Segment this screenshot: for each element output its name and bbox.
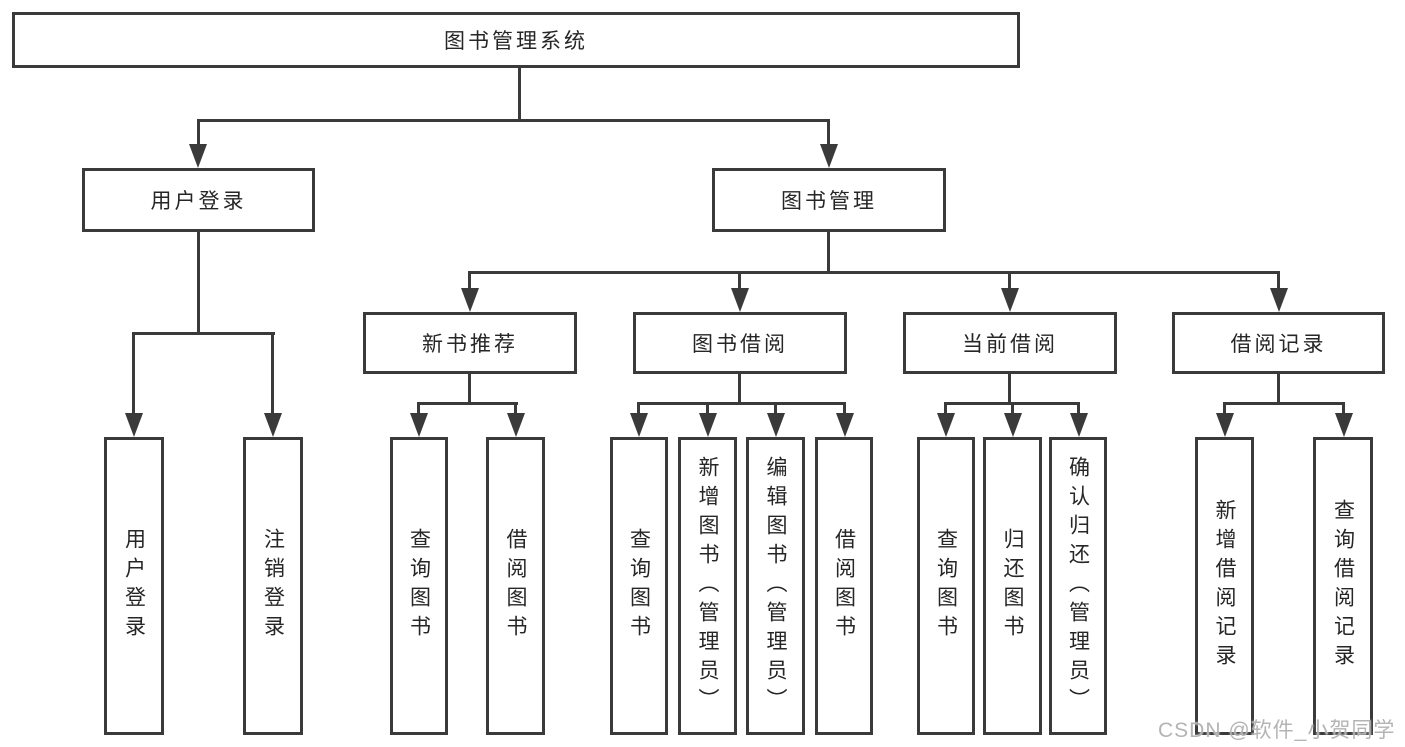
leaf-borrow-books-2: 借阅图书 <box>815 437 873 735</box>
node-current-borrow: 当前借阅 <box>903 312 1117 374</box>
connector-new-book-hline <box>417 402 518 405</box>
connector-book-borrow-stub <box>738 374 741 405</box>
node-book-management: 图书管理 <box>712 168 946 232</box>
connector-level3-hline <box>468 271 1280 274</box>
arrow-head-borrow-books-2 <box>836 413 854 437</box>
connector-new-book-stub <box>468 374 471 405</box>
arrow-stem-edit-book <box>774 402 777 413</box>
arrow-stem-add-book <box>706 402 709 413</box>
arrow-head-borrow-books-1 <box>507 413 525 437</box>
connector-book-management-stub <box>827 232 830 273</box>
connector-borrow-records-stub <box>1277 374 1280 405</box>
arrow-head-add-borrow-record <box>1216 413 1234 437</box>
arrow-stem-borrow-books-2 <box>843 402 846 413</box>
arrow-head-return-book <box>1004 413 1022 437</box>
arrow-head-query-borrow-record <box>1335 413 1353 437</box>
leaf-add-borrow-record: 新增借阅记录 <box>1195 437 1254 735</box>
node-library-management-system: 图书管理系统 <box>12 12 1020 68</box>
connector-user-login-stub <box>197 232 200 335</box>
connector-level2-hline <box>197 119 830 122</box>
arrow-head-user-login <box>189 144 207 168</box>
arrow-head-query-books-3 <box>937 413 955 437</box>
arrow-stem-query-books-3 <box>944 402 947 413</box>
arrow-stem-leaf-logout <box>271 332 274 413</box>
leaf-query-books-1: 查询图书 <box>390 437 448 735</box>
arrow-stem-query-books-2 <box>637 402 640 413</box>
connector-user-login-hline <box>132 332 275 335</box>
arrow-head-add-book <box>699 413 717 437</box>
csdn-watermark: CSDN @软件_小贺同学 <box>1158 719 1396 742</box>
leaf-user-login: 用户登录 <box>104 437 164 735</box>
arrow-head-leaf-user-login <box>125 413 143 437</box>
arrow-head-book-borrow <box>731 288 749 312</box>
arrow-stem-book-management <box>827 119 830 144</box>
arrow-stem-return-book <box>1011 402 1014 413</box>
arrow-head-leaf-logout <box>264 413 282 437</box>
connector-current-borrow-stub <box>1008 374 1011 405</box>
arrow-head-query-books-1 <box>410 413 428 437</box>
leaf-query-books-2: 查询图书 <box>610 437 668 735</box>
leaf-add-book-admin: 新增图书（管理员） <box>678 437 737 735</box>
arrow-stem-borrow-books-1 <box>514 402 517 413</box>
arrow-head-confirm-return <box>1070 413 1088 437</box>
leaf-query-borrow-record: 查询借阅记录 <box>1313 437 1373 735</box>
connector-book-borrow-hline <box>637 402 846 405</box>
node-book-borrow: 图书借阅 <box>633 312 847 374</box>
arrow-head-current-borrow <box>1001 288 1019 312</box>
arrow-stem-book-borrow <box>738 271 741 288</box>
leaf-return-book: 归还图书 <box>983 437 1042 735</box>
connector-borrow-records-hline <box>1223 402 1345 405</box>
arrow-stem-query-books-1 <box>417 402 420 413</box>
leaf-logout: 注销登录 <box>243 437 303 735</box>
arrow-head-edit-book <box>767 413 785 437</box>
leaf-borrow-books-1: 借阅图书 <box>486 437 545 735</box>
node-borrow-records: 借阅记录 <box>1172 312 1385 374</box>
arrow-stem-borrow-records <box>1277 271 1280 288</box>
arrow-stem-leaf-user-login <box>132 332 135 413</box>
arrow-head-new-book-recommend <box>461 288 479 312</box>
arrow-head-book-management <box>820 144 838 168</box>
arrow-stem-new-book-recommend <box>468 271 471 288</box>
arrow-stem-current-borrow <box>1008 271 1011 288</box>
leaf-edit-book-admin: 编辑图书（管理员） <box>746 437 805 735</box>
arrow-head-query-books-2 <box>630 413 648 437</box>
arrow-stem-user-login <box>197 119 200 144</box>
arrow-stem-query-borrow-record <box>1342 402 1345 413</box>
arrow-stem-confirm-return <box>1077 402 1080 413</box>
node-user-login: 用户登录 <box>82 168 315 232</box>
leaf-confirm-return-admin: 确认归还（管理员） <box>1049 437 1107 735</box>
leaf-query-books-3: 查询图书 <box>917 437 975 735</box>
node-new-book-recommend: 新书推荐 <box>363 312 577 374</box>
arrow-head-borrow-records <box>1270 288 1288 312</box>
connector-root-stub <box>518 68 521 121</box>
arrow-stem-add-borrow-record <box>1223 402 1226 413</box>
